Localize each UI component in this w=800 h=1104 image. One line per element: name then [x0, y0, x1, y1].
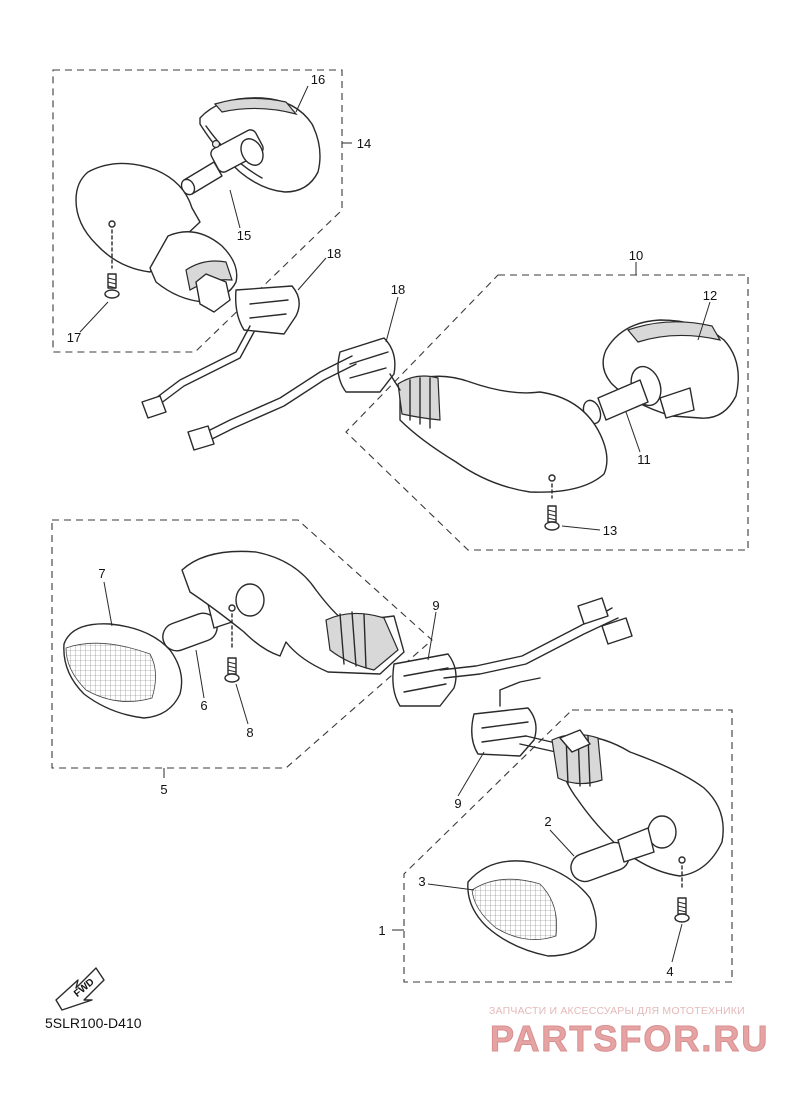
screw-17	[104, 273, 120, 299]
fwd-arrow-icon: FWD	[55, 967, 105, 1011]
callout-9-upper: 9	[432, 598, 439, 613]
callout-labels: 16 14 15 17 18 18 10 12 11 13 7 6 8 5 9 …	[67, 72, 717, 979]
assembly-14-flasher	[52, 69, 343, 419]
connector-9b	[601, 617, 633, 645]
watermark-tagline: ЗАПЧАСТИ И АКСЕССУАРЫ ДЛЯ МОТОТЕХНИКИ	[489, 1005, 745, 1017]
callout-3: 3	[418, 874, 425, 889]
callout-17: 17	[67, 330, 81, 345]
callout-10: 10	[629, 248, 643, 263]
callout-14: 14	[357, 136, 371, 151]
callout-9-lower: 9	[454, 796, 461, 811]
callout-16: 16	[311, 72, 325, 87]
screw-13	[544, 505, 560, 531]
group-box-5	[51, 519, 433, 769]
grommet-18-upper	[234, 285, 300, 335]
callout-7: 7	[98, 566, 105, 581]
grommet-9-lower	[471, 707, 537, 757]
callout-8: 8	[246, 725, 253, 740]
callout-leaders	[79, 85, 711, 963]
assembly-10-flasher	[187, 274, 749, 551]
callout-2: 2	[544, 814, 551, 829]
grommet-9-upper	[392, 653, 457, 707]
assembly-1-flasher	[403, 677, 733, 983]
grommet-18-lower	[337, 337, 396, 393]
watermark-logo: PARTSFOR.RU	[490, 1018, 769, 1060]
diagram-code: 5SLR100-D410	[45, 1015, 142, 1031]
screw-8	[224, 657, 240, 683]
callout-6: 6	[200, 698, 207, 713]
bulb-2	[570, 827, 655, 883]
assembly-5-flasher	[51, 519, 633, 769]
callout-12: 12	[703, 288, 717, 303]
connector-18a	[141, 395, 167, 419]
callout-13: 13	[603, 523, 617, 538]
callout-18-upper: 18	[327, 246, 341, 261]
group-box-1	[403, 709, 733, 983]
housing-10	[399, 375, 608, 493]
callout-11: 11	[637, 452, 651, 467]
callout-5: 5	[160, 782, 167, 797]
callout-1: 1	[378, 923, 385, 938]
callout-15: 15	[237, 228, 251, 243]
callout-4: 4	[666, 964, 673, 979]
group-box-10	[345, 274, 749, 551]
watermark-logo-text: PARTSFOR.RU	[490, 1018, 769, 1059]
bulb-11	[582, 365, 695, 425]
connector-9a	[577, 597, 609, 625]
connector-18b	[187, 425, 215, 451]
callout-18-lower: 18	[391, 282, 405, 297]
screw-4	[674, 897, 690, 923]
group-box-14	[52, 69, 343, 353]
